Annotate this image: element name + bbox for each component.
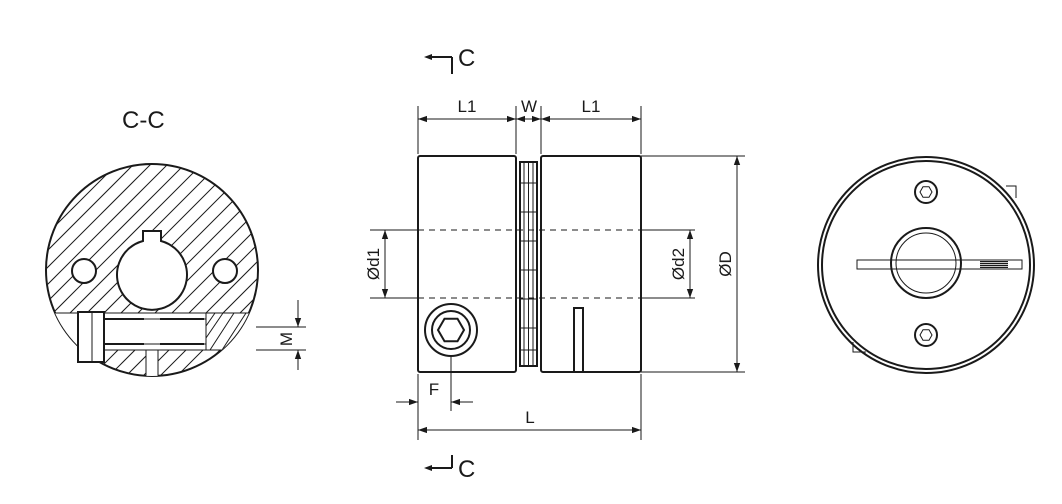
hatch-line <box>46 164 81 376</box>
dim-f-label: F <box>429 380 439 399</box>
hex-socket-bottom <box>914 323 938 347</box>
dim-outer-d-label: ØD <box>716 251 735 277</box>
hatch-line <box>46 164 234 376</box>
end-outline <box>817 156 1035 374</box>
hatch-line <box>230 164 258 376</box>
screw-head <box>77 311 105 363</box>
dim-w-label: W <box>521 97 537 116</box>
bore-keyway <box>116 230 188 311</box>
section-marker-top-label: C <box>458 45 475 72</box>
flange-tab-top <box>1006 185 1017 198</box>
disc-pack <box>519 161 538 367</box>
dim-l1-left-label: L1 <box>458 97 477 116</box>
hatch-line <box>46 164 47 376</box>
hatch-line <box>46 164 64 376</box>
clamp-screw <box>424 303 478 357</box>
hole-left <box>71 258 97 284</box>
hatch-line <box>0 150 29 390</box>
hole-right <box>212 258 238 284</box>
dim-l-label: L <box>525 408 534 427</box>
end-bore <box>890 227 962 299</box>
hex-socket-top <box>914 180 938 204</box>
hatch-line <box>282 150 522 390</box>
dim-d1-label: Ød1 <box>364 248 383 280</box>
hatch-line <box>0 150 12 390</box>
clamp-slot <box>573 307 584 372</box>
left-hub <box>417 155 517 373</box>
section-marker-bottom: C <box>424 455 475 483</box>
hatch-line <box>46 164 166 376</box>
section-title: C-C <box>122 107 165 134</box>
hatch-line <box>46 164 183 376</box>
hatch-line <box>46 164 149 376</box>
end-view <box>817 156 1035 374</box>
dim-d2-label: Ød2 <box>669 248 688 280</box>
hatch-line <box>46 164 132 376</box>
section-view-cc: C-C <box>0 107 522 390</box>
section-marker-top: C <box>424 45 475 74</box>
section-marker-bottom-label: C <box>458 456 475 483</box>
hatch-line <box>77 164 258 376</box>
side-view: C C <box>364 45 745 483</box>
right-hub <box>540 155 642 373</box>
dim-l1-right-label: L1 <box>582 97 601 116</box>
dim-m-label: M <box>277 332 296 346</box>
